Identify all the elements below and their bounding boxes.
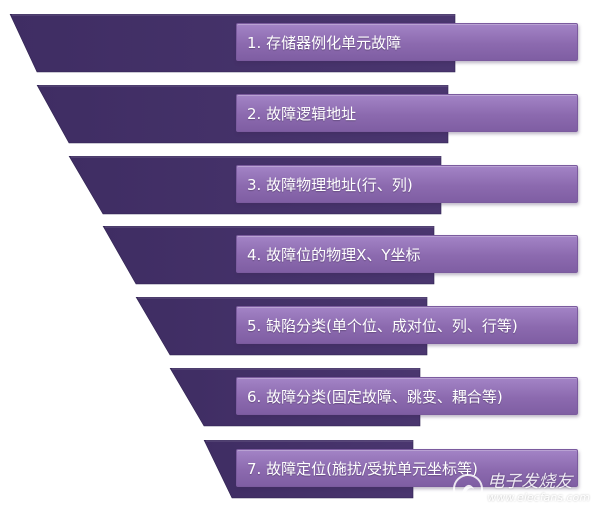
- watermark-en: www.elecfans.com: [487, 491, 590, 505]
- level-label-2: 2. 故障逻辑地址: [236, 94, 578, 132]
- watermark-cn: 电子发烧友: [487, 472, 573, 493]
- level-label-3: 3. 故障物理地址(行、列): [236, 165, 578, 203]
- level-label-5: 5. 缺陷分类(单个位、成对位、列、行等): [236, 306, 578, 344]
- funnel-level-1: 1. 存储器例化单元故障: [0, 14, 600, 74]
- level-label-1: 1. 存储器例化单元故障: [236, 23, 578, 61]
- funnel-level-7: 7. 故障定位(施扰/受扰单元坐标等): [0, 440, 600, 500]
- funnel-level-3: 3. 故障物理地址(行、列): [0, 156, 600, 216]
- funnel-level-4: 4. 故障位的物理X、Y坐标: [0, 226, 600, 286]
- level-label-7: 7. 故障定位(施扰/受扰单元坐标等): [236, 449, 578, 487]
- funnel-level-2: 2. 故障逻辑地址: [0, 85, 600, 145]
- funnel-level-6: 6. 故障分类(固定故障、跳变、耦合等): [0, 368, 600, 428]
- level-label-6: 6. 故障分类(固定故障、跳变、耦合等): [236, 377, 578, 415]
- elecfans-logo-icon: [453, 474, 484, 504]
- funnel-level-5: 5. 缺陷分类(单个位、成对位、列、行等): [0, 297, 600, 357]
- level-label-4: 4. 故障位的物理X、Y坐标: [236, 235, 578, 273]
- watermark: 电子发烧友 www.elecfans.com: [453, 472, 590, 505]
